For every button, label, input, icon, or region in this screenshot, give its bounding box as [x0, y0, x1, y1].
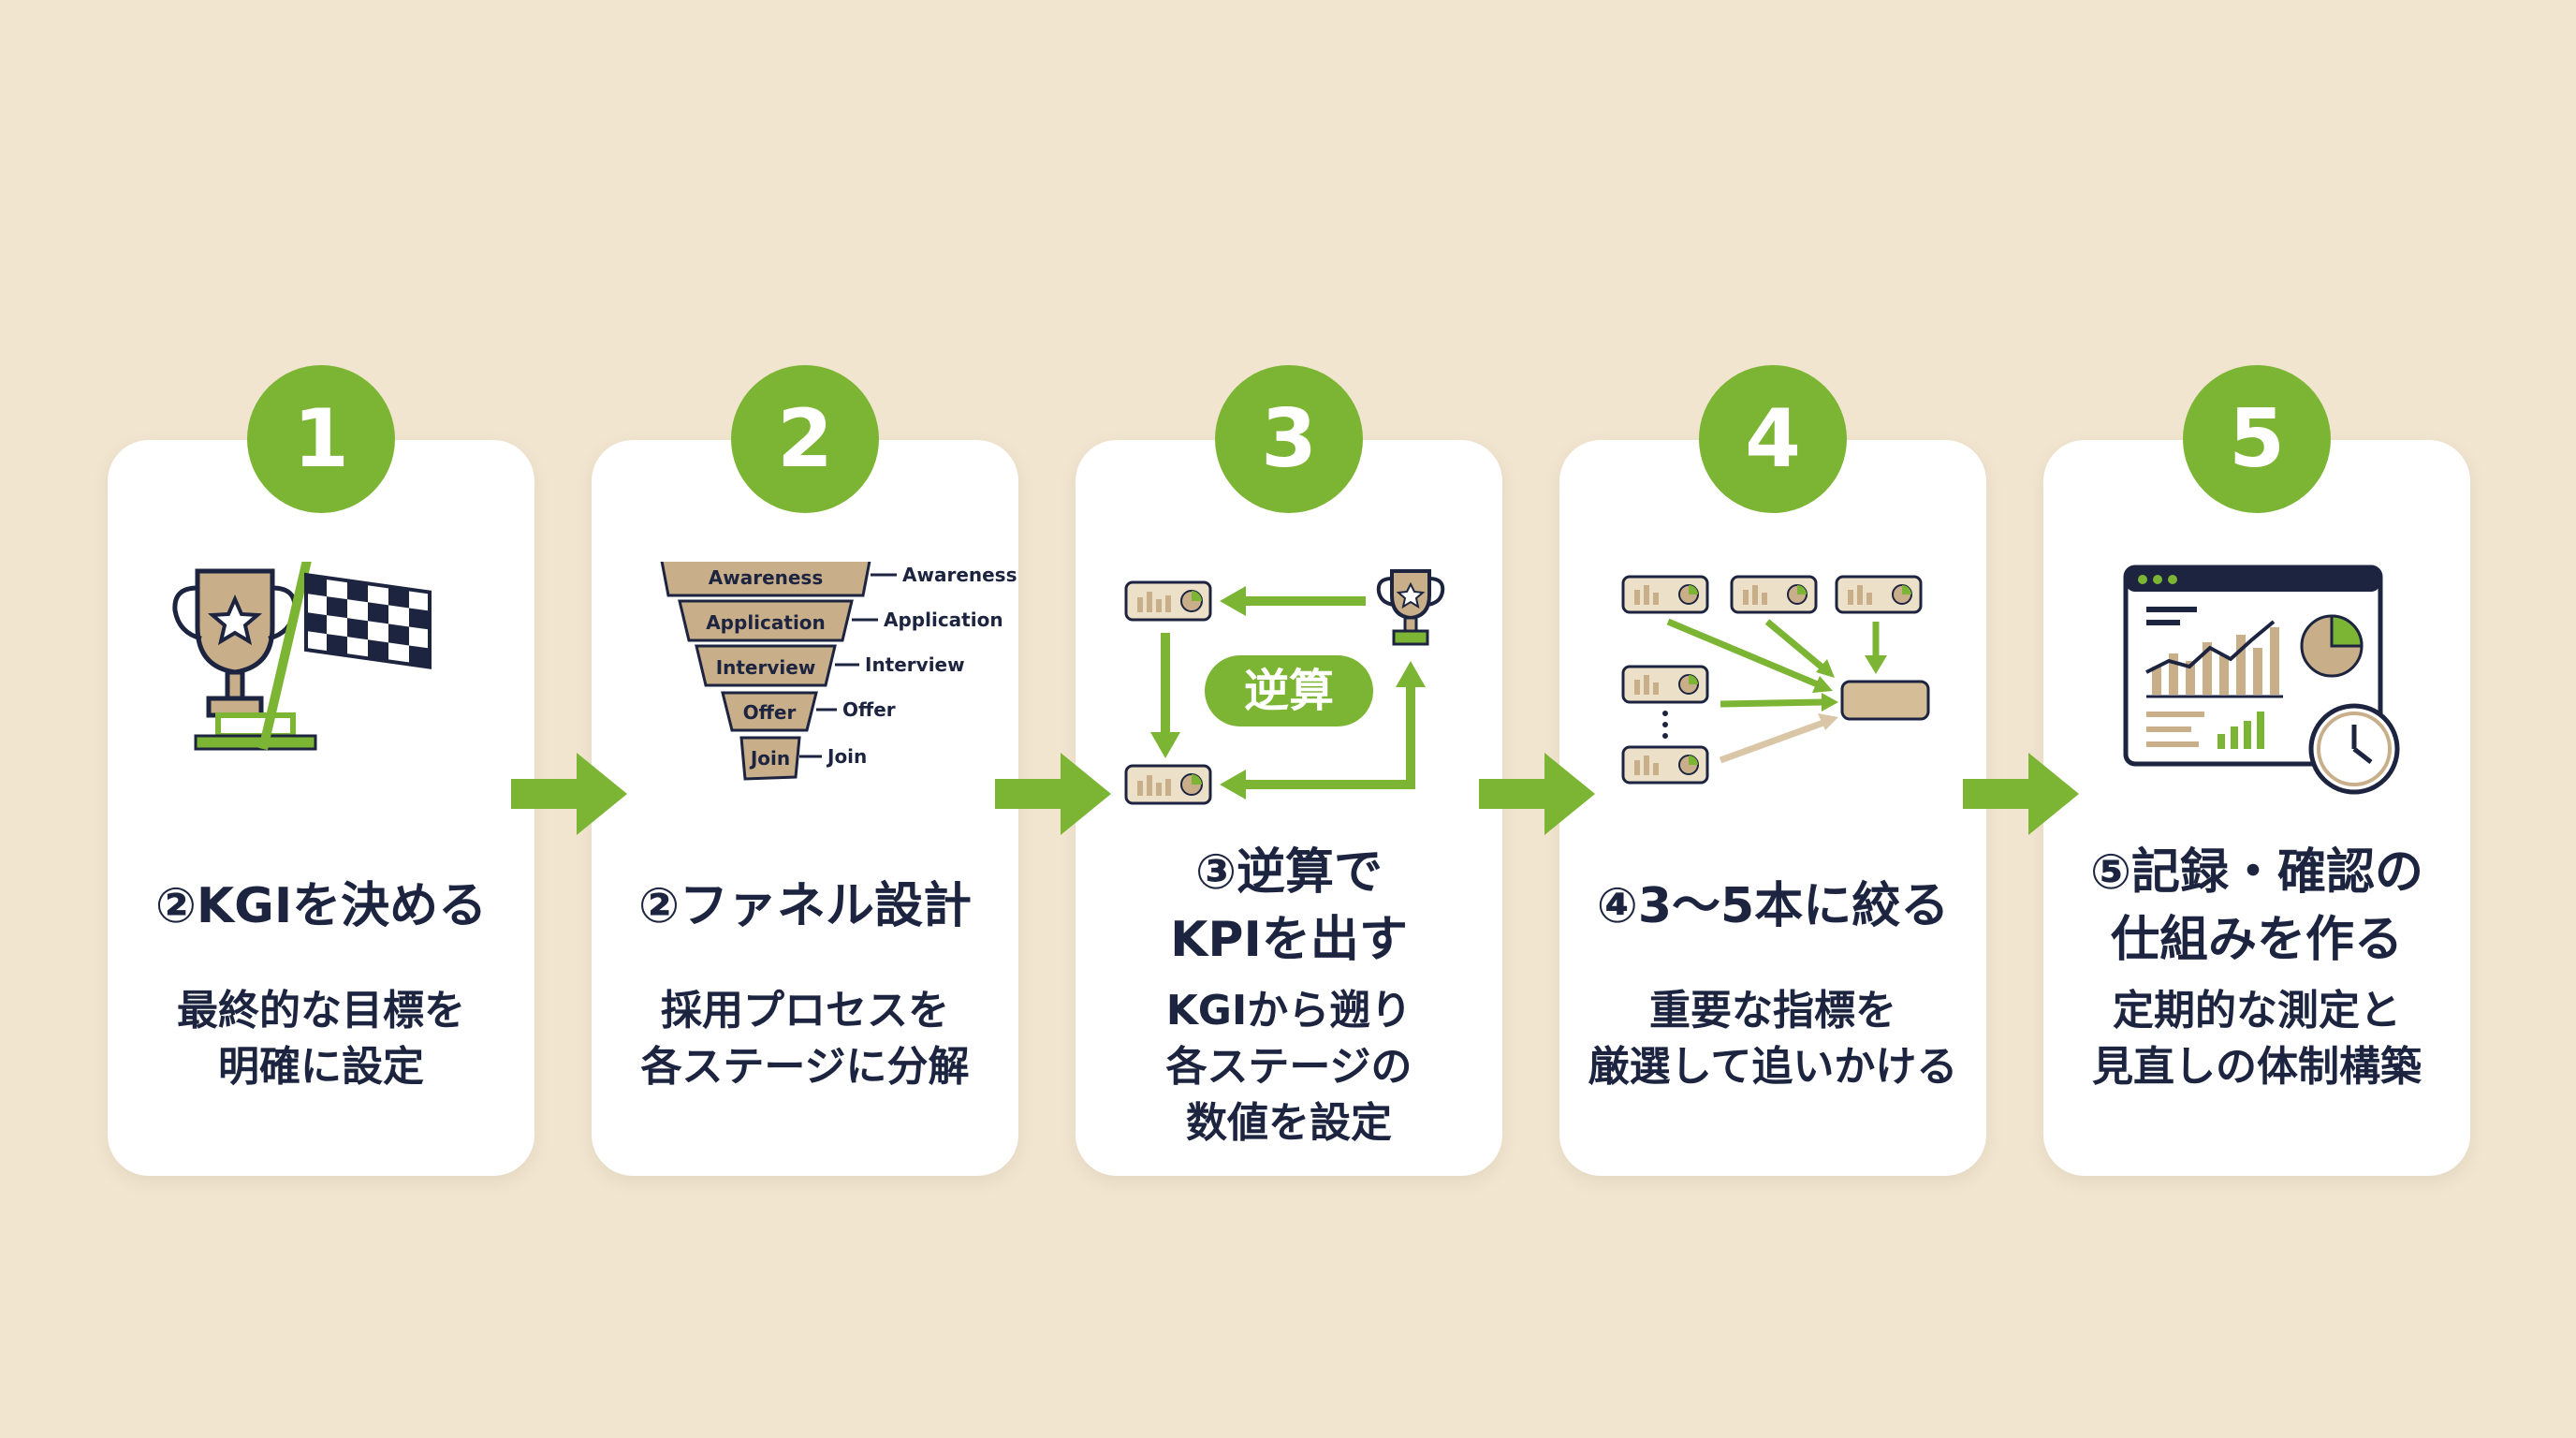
step-number-badge: 1 — [247, 365, 395, 513]
mini-chart-icon — [1124, 764, 1212, 805]
funnel-side-label: Interview — [865, 653, 965, 676]
step-number-badge: 3 — [1215, 365, 1363, 513]
step-number-badge: 2 — [731, 365, 879, 513]
funnel-stage-label: Awareness — [709, 566, 824, 589]
step-description: 定期的な測定と 見直しの体制構築 — [2092, 987, 2422, 1091]
step-title: ⑤記録・確認の 仕組みを作る — [2089, 844, 2424, 968]
mini-chart-icon — [1835, 575, 1923, 614]
step-card-1: ②KGIを決める 最終的な目標を 明確に設定 — [108, 440, 534, 1176]
step-number-badge: 4 — [1699, 365, 1847, 513]
dashboard-clock-icon — [2123, 565, 2400, 795]
funnel-side-label: Offer — [842, 698, 896, 721]
step-card-4: ④3〜5本に絞る 重要な指標を 厳選して追いかける — [1559, 440, 1986, 1176]
right-arrow-icon — [995, 753, 1111, 835]
right-arrow-icon — [1479, 753, 1595, 835]
trophy-flag-icon — [172, 562, 432, 751]
step-title: ③逆算で KPIを出す — [1170, 844, 1408, 968]
reverse-calculation-icon: 逆算 — [1124, 569, 1445, 805]
funnel-side-label: Application — [884, 609, 1003, 631]
step-description: KGIから遡り 各ステージの 数値を設定 — [1165, 987, 1412, 1147]
reverse-calc-label: 逆算 — [1244, 665, 1334, 717]
mini-chart-icon — [1730, 575, 1818, 614]
funnel-stage-label: Join — [749, 747, 790, 770]
funnel-stage-label: Application — [706, 611, 826, 634]
step-description: 採用プロセスを 各ステージに分解 — [640, 987, 970, 1091]
funnel-side-label: Awareness — [902, 564, 1017, 586]
right-arrow-icon — [1963, 753, 2079, 835]
step-description: 重要な指標を 厳選して追いかける — [1588, 987, 1958, 1091]
mini-chart-icon — [1124, 580, 1212, 622]
step-card-3: 逆算 ③逆算で KPIを出す KGIから遡り 各ステージの 数値を設定 — [1076, 440, 1502, 1176]
step-number-badge: 5 — [2183, 365, 2331, 513]
trophy-icon — [1376, 569, 1445, 646]
mini-chart-icon — [1621, 745, 1709, 785]
clock-icon — [2308, 703, 2400, 795]
step-card-2: Awareness Application Interview Offer Jo… — [592, 440, 1018, 1176]
mini-chart-icon — [1621, 575, 1709, 614]
funnel-stage-label: Interview — [716, 656, 816, 679]
step-title: ②KGIを決める — [154, 878, 488, 934]
right-arrow-icon — [511, 753, 627, 835]
narrow-metrics-icon — [1621, 575, 1930, 785]
step-description: 最終的な目標を 明確に設定 — [177, 987, 465, 1091]
funnel-stage-label: Offer — [743, 701, 797, 724]
mini-chart-icon — [1621, 665, 1709, 704]
step-title: ②ファネル設計 — [637, 878, 973, 934]
funnel-side-label: Join — [826, 745, 867, 768]
funnel-icon: Awareness Application Interview Offer Jo… — [660, 562, 1017, 781]
step-card-5: ⑤記録・確認の 仕組みを作る 定期的な測定と 見直しの体制構築 — [2043, 440, 2470, 1176]
step-title: ④3〜5本に絞る — [1596, 878, 1950, 934]
